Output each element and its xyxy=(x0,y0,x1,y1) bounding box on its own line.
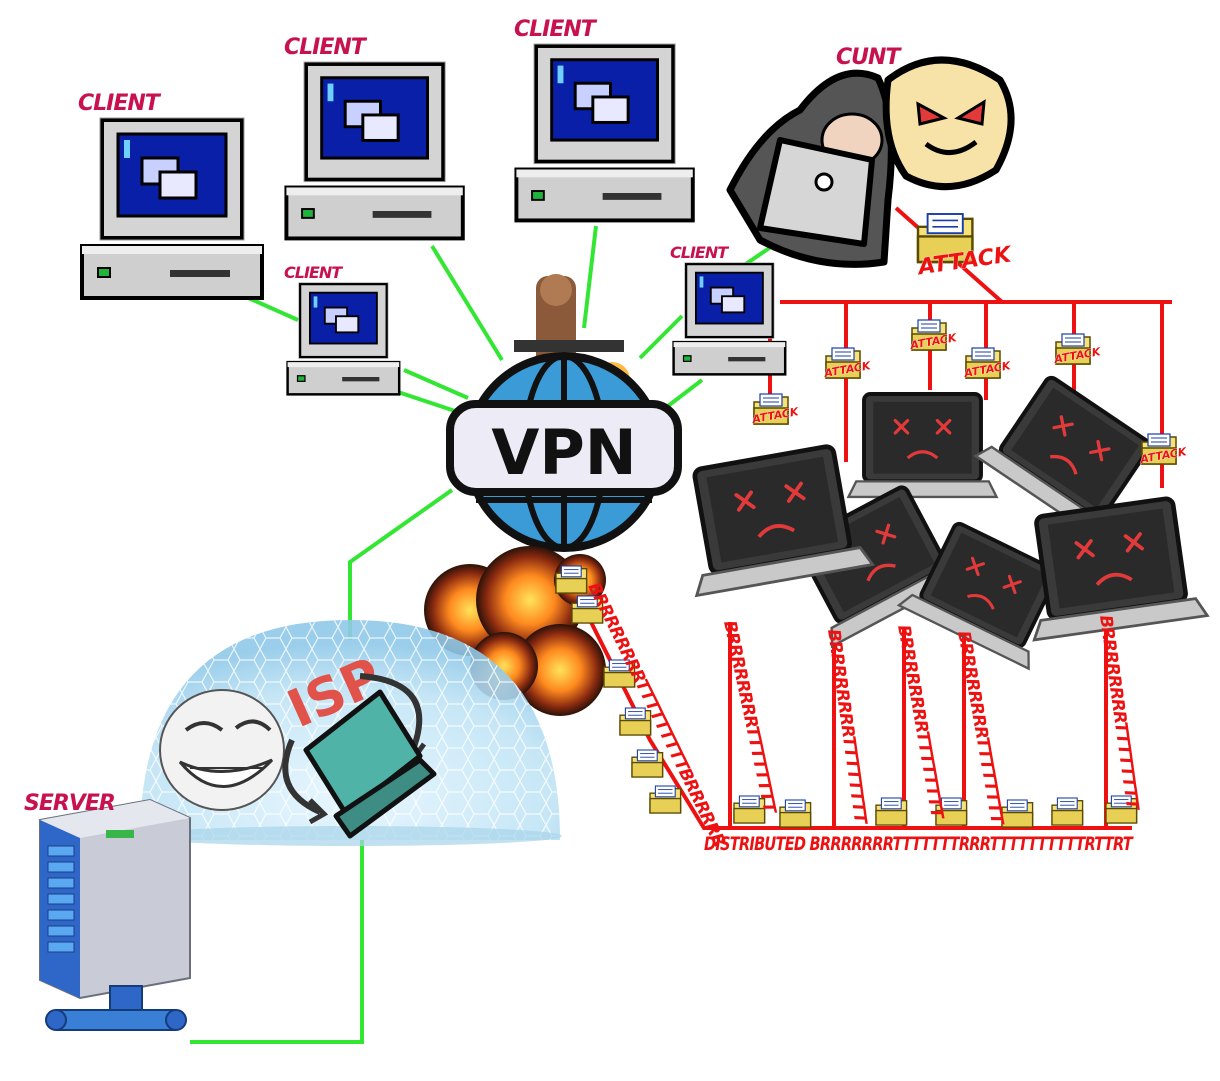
hooded-hacker-icon xyxy=(726,69,895,268)
client-label-3: CLIENT xyxy=(514,17,598,42)
vpn-label: VPN xyxy=(491,416,636,489)
link-isp-server xyxy=(190,840,364,1044)
retro-desktop-computer-icon xyxy=(514,42,695,223)
link-client4-vpn-a xyxy=(403,368,469,400)
brr-label-2: BRRRRRRRRTTTTTTTT xyxy=(823,628,870,827)
attack-folder-icon xyxy=(649,785,682,814)
brr-label-bottom: DISTRIBUTED BRRRRRRRTTTTTTTRRRTTTTTTTTTT… xyxy=(704,833,1134,855)
client-label-5: CLIENT xyxy=(670,243,729,262)
link-client1-client4 xyxy=(243,294,299,322)
client-label-2: CLIENT xyxy=(284,35,368,60)
client-computer-4 xyxy=(286,281,401,396)
retro-desktop-computer-icon xyxy=(286,281,401,396)
client-label-1: CLIENT xyxy=(78,91,162,116)
attacker xyxy=(726,56,1015,268)
attack-folder-icon xyxy=(779,799,812,828)
brr-label-5: BRRRRRRRRTTTTTTTT xyxy=(1095,614,1142,813)
dead-laptop-icon xyxy=(846,392,999,499)
server-tower-icon xyxy=(39,798,191,1031)
attack-folder-icon xyxy=(1001,799,1034,828)
attack-folder-icon xyxy=(875,797,908,826)
link-client2-vpn xyxy=(430,244,504,362)
globe-vpn-icon xyxy=(446,352,682,552)
vpn-node: VPN xyxy=(446,274,682,552)
retro-desktop-computer-icon xyxy=(80,116,264,300)
troll-face-icon xyxy=(159,689,285,811)
link-client4-vpn-b xyxy=(397,390,459,414)
client-computer-5 xyxy=(672,261,787,376)
attacker-label: CUNT xyxy=(836,45,902,70)
link-client5-vpn-b xyxy=(666,378,704,408)
link-vpn-isp xyxy=(348,488,454,640)
isp-laptop-icon xyxy=(282,673,437,839)
client-computer-3 xyxy=(514,42,695,223)
green-links xyxy=(190,225,786,1044)
client-computer-1 xyxy=(80,116,264,300)
retro-desktop-computer-icon xyxy=(672,261,787,376)
evil-mask-icon xyxy=(882,56,1015,191)
client-label-4: CLIENT xyxy=(284,263,343,282)
brr-label-3: BRRRRRRRRTTTTTTTT xyxy=(893,623,947,821)
attack-folder-icon xyxy=(1051,797,1084,826)
server-label: SERVER xyxy=(24,791,115,816)
link-client5-vpn-a xyxy=(638,314,684,360)
attack-folder-icon xyxy=(631,749,664,778)
client-computer-2 xyxy=(284,60,465,241)
link-client3-vpn xyxy=(582,225,598,329)
retro-desktop-computer-icon xyxy=(284,60,465,241)
